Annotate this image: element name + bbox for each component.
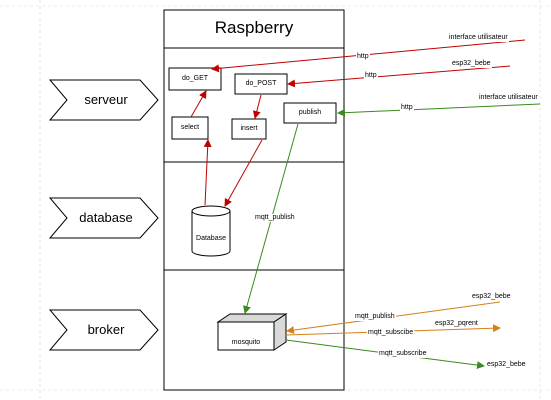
layer-label-database: database [79,210,133,225]
edge-label-mqtt-subscibe: mqtt_subscibe [367,329,415,337]
do-get-box [168,67,222,91]
external-esp32-pqrent: esp32_pqrent [434,320,479,328]
publish-label: publish [298,109,322,116]
external-interface-utilisateur-mid: interface utilisateur [478,94,539,102]
mosquitto-cube [216,313,288,351]
edge-interface-to-publish [337,103,541,117]
external-interface-utilisateur-top: interface utilisateur [448,34,509,42]
database-cylinder [191,205,231,257]
do-post-label: do_POST [245,80,277,87]
edge-dopost-to-insert [252,94,262,119]
external-esp32-bebe-low: esp32_bebe [486,361,527,369]
publish-box [283,102,337,124]
broker-layer-shape [48,309,159,351]
edge-label-http-3: http [400,104,414,112]
do-post-box [234,73,288,95]
edge-label-http-2: http [364,72,378,80]
insert-label: insert [240,125,258,132]
edge-database-to-select [203,139,212,206]
edge-esp32-to-dopost [287,65,511,88]
mosquitto-label: mosquito [231,339,261,346]
edge-label-http-1: http [356,53,370,61]
insert-box [231,118,267,140]
edge-label-mqtt-publish-external: mqtt_publish [354,313,396,321]
serveur-layer-shape [48,79,159,121]
select-label: select [180,124,200,131]
edge-select-to-doget [190,90,207,118]
database-label: Database [196,235,226,242]
external-esp32-bebe-mid: esp32_bebe [471,293,512,301]
external-esp32-bebe-top: esp32_bebe [451,60,492,68]
database-layer-shape [48,197,159,239]
diagram-title: Raspberry [214,18,294,37]
edge-label-mqtt-subscribe: mqtt_subscribe [378,350,428,358]
layer-label-broker: broker [87,322,125,337]
edge-insert-to-database [224,139,263,207]
do-get-label: do_GET [181,75,209,82]
edge-label-mqtt-publish-internal: mqtt_publish [254,214,296,222]
layer-label-serveur: serveur [84,92,128,107]
select-box [171,116,209,140]
